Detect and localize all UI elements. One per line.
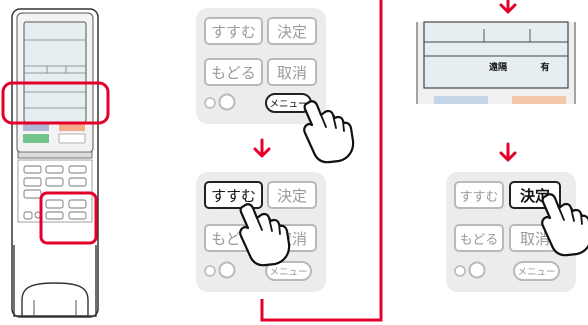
- step4-menu-key[interactable]: メニュー: [517, 267, 555, 278]
- step1-panel: すすむ 決定 もどる 取消 メニュー: [196, 8, 355, 164]
- step1-menu-key[interactable]: メニュー: [269, 99, 307, 110]
- display-remote-label: 遠隔: [489, 61, 507, 73]
- step4-back-key[interactable]: もどる: [460, 233, 499, 248]
- step2-menu-key[interactable]: メニュー: [269, 267, 307, 278]
- flow-connector-line: [260, 0, 383, 322]
- step3-display-panel: 遠隔 有: [416, 21, 576, 104]
- step1-confirm-key[interactable]: 決定: [277, 23, 307, 41]
- highlight-display-region: [1, 81, 110, 125]
- step4-panel: すすむ 決定 もどる 取消 メニュー: [446, 172, 588, 292]
- step1-cancel-key[interactable]: 取消: [277, 64, 307, 82]
- step1-back-key[interactable]: もどる: [211, 64, 256, 82]
- arrow-down-icon: [499, 142, 517, 162]
- step2-panel: すすむ 決定 もどる 取消 メニュー: [196, 172, 326, 292]
- highlight-key-cluster: [39, 191, 98, 245]
- remote-control-icon: [11, 8, 99, 318]
- display-status-value: 有: [540, 61, 549, 73]
- step4-advance-key[interactable]: すすむ: [459, 190, 498, 205]
- arrow-down-icon: [253, 138, 271, 158]
- step2-advance-key[interactable]: すすむ: [211, 187, 256, 205]
- step1-advance-key[interactable]: すすむ: [211, 23, 256, 41]
- arrow-down-icon: [499, 0, 517, 14]
- pointing-hand-icon: [303, 100, 355, 164]
- step2-confirm-key[interactable]: 決定: [277, 187, 307, 205]
- step4-cancel-key[interactable]: 取消: [520, 230, 550, 248]
